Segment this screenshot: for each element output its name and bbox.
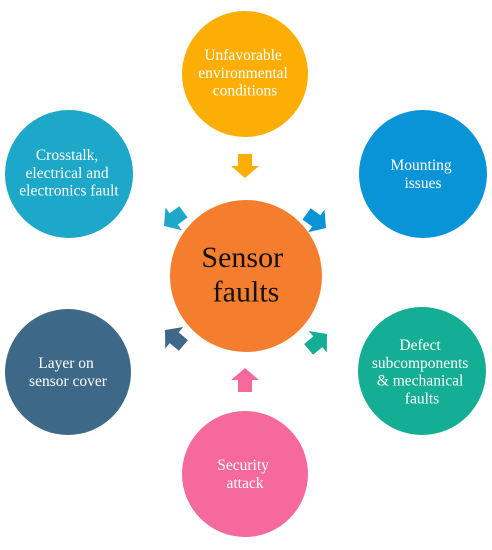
node-circle [5,309,131,435]
node-security-attack: Security attack [182,411,308,537]
node-label-line: Unfavorable [204,47,282,64]
arrows [164,154,327,392]
node-label: Mounting issues [390,157,455,192]
node-label-line: & mechanical [377,373,464,390]
up-arrow-icon [231,368,259,392]
node-label: Security attack [217,457,273,492]
node-label-line: faults [405,390,439,407]
node-label-line: Crosstalk, [36,147,98,164]
node-label-line: electrical and [26,165,109,182]
node-label: Defect subcomponents & mechanical faults [372,337,472,407]
node-label: Crosstalk, electrical and electronics fa… [19,147,119,200]
node-defect-subcomponents-mechanical-faults: Defect subcomponents & mechanical faults [358,307,486,435]
arrow-icon [165,326,188,351]
node-circle [182,11,308,137]
node-label: Layer on sensor cover [29,355,108,390]
arrow-icon [304,330,327,355]
node-layer-on-sensor-cover: Layer on sensor cover [5,309,131,435]
node-label-line: sensor cover [29,373,108,390]
center-circle [170,200,322,352]
node-label-line: Security [217,457,269,474]
node-label-line: Defect [399,337,441,354]
center-node: Sensor faults [170,200,322,352]
center-label: Sensor faults [201,241,290,309]
node-label-line: Mounting [390,157,451,174]
node-circle [182,411,308,537]
node-label-line: subcomponents [372,355,468,372]
node-label-line: electronics fault [19,183,119,200]
arrow-icon [164,206,188,231]
node-crosstalk-electrical-electronics-fault: Crosstalk, electrical and electronics fa… [5,110,133,238]
node-label-line: attack [226,475,263,492]
down-arrow-icon [231,154,259,178]
node-label: Unfavorable environmental conditions [198,47,291,100]
node-circle [359,110,487,238]
node-mounting-issues: Mounting issues [359,110,487,238]
node-label-line: conditions [213,83,278,100]
node-label-line: Layer on [38,355,94,372]
arrow-icon [302,208,326,233]
node-circle [358,307,486,435]
node-label-line: issues [404,175,441,192]
center-label-line: Sensor [201,241,283,274]
node-circle [5,110,133,238]
node-unfavorable-environmental-conditions: Unfavorable environmental conditions [182,11,308,137]
center-label-line: faults [213,276,280,309]
node-label-line: environmental [198,65,288,82]
